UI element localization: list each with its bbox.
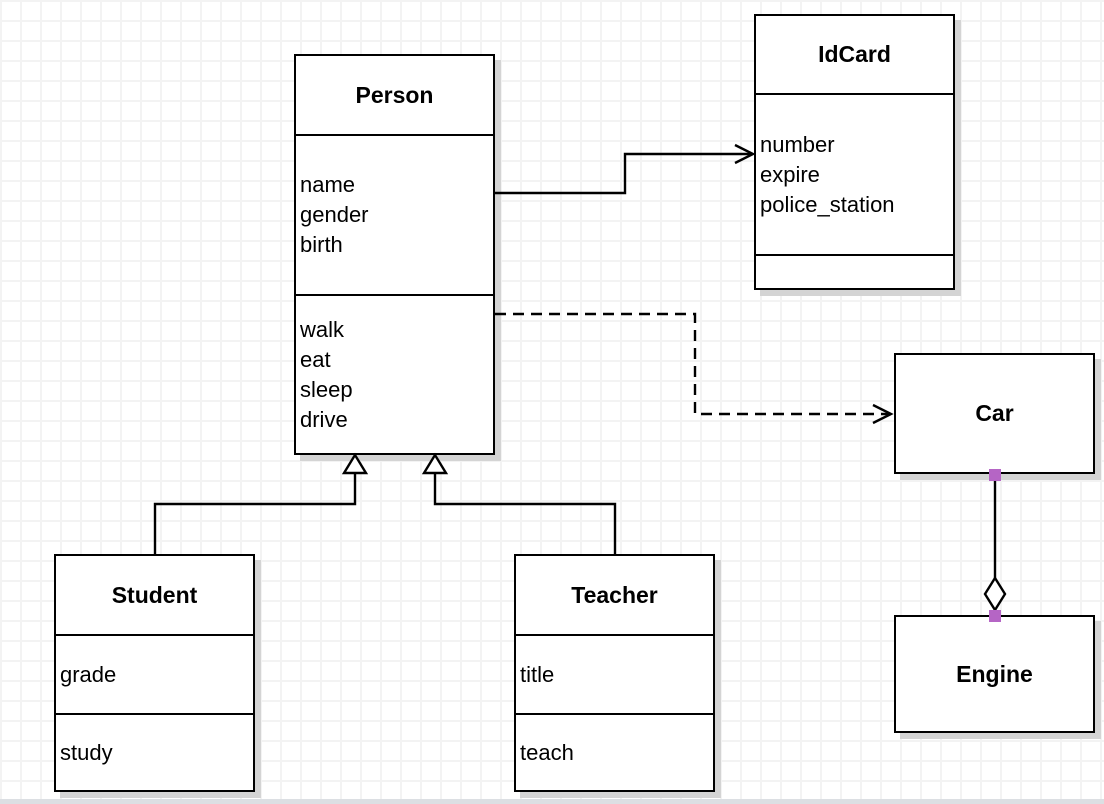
class-title: Student [111, 581, 198, 608]
class-box-teacher[interactable]: Teacher title teach [514, 554, 715, 792]
attribute: grade [60, 661, 117, 687]
attribute: gender [300, 202, 369, 227]
aggregation-car-engine[interactable] [983, 469, 1007, 622]
attribute: number [760, 131, 835, 157]
attribute: title [520, 661, 555, 687]
attributes-compartment: grade [56, 634, 253, 713]
methods-compartment: study [56, 713, 253, 790]
attribute: expire [760, 161, 820, 187]
class-box-idcard[interactable]: IdCard number expire police_station [754, 14, 955, 290]
class-title: Car [975, 400, 1014, 426]
hollow-triangle-icon [341, 452, 369, 475]
attribute: birth [300, 232, 343, 257]
method: eat [300, 346, 331, 372]
open-arrowhead-icon [734, 143, 756, 165]
class-box-engine[interactable]: Engine [894, 615, 1095, 733]
attributes-compartment: number expire police_station [756, 93, 953, 254]
hollow-triangle-icon [421, 452, 449, 475]
method: sleep [300, 376, 353, 402]
attributes-compartment: title [516, 634, 713, 713]
class-box-car[interactable]: Car [894, 353, 1095, 474]
method: study [60, 739, 113, 765]
open-arrowhead-icon [872, 403, 894, 425]
method: walk [300, 316, 345, 342]
method: teach [520, 739, 574, 765]
class-title: Engine [956, 660, 1033, 687]
canvas-page-edge [0, 799, 1104, 804]
hollow-diamond-icon [983, 575, 1007, 613]
attribute: police_station [760, 191, 895, 217]
class-title: Teacher [571, 581, 658, 608]
generalization-teacher-person[interactable] [421, 452, 617, 554]
class-box-person[interactable]: Person name gender birth walk eat sleep … [294, 54, 495, 455]
attributes-compartment: name gender birth [296, 134, 493, 294]
class-title: IdCard [818, 41, 891, 67]
methods-compartment: walk eat sleep drive [296, 294, 493, 453]
attribute: name [300, 172, 356, 197]
generalization-student-person[interactable] [153, 452, 369, 554]
method: drive [300, 406, 348, 432]
dependency-person-car[interactable] [495, 312, 894, 425]
class-box-student[interactable]: Student grade study [54, 554, 255, 792]
methods-compartment-empty [756, 254, 953, 288]
methods-compartment: teach [516, 713, 713, 790]
association-person-idcard[interactable] [495, 143, 756, 195]
class-title: Person [355, 81, 434, 108]
